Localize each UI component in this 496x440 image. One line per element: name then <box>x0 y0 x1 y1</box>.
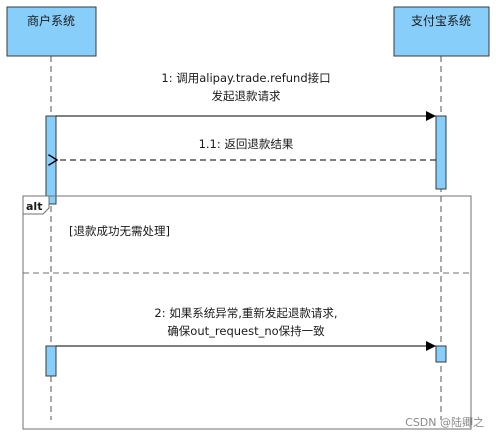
alt-operator-tab <box>22 195 50 215</box>
merchant-activation-1 <box>45 115 57 205</box>
alipay-activation-1 <box>435 115 447 190</box>
message-1-label-line-1: 1: 调用alipay.trade.refund接口 <box>161 71 330 85</box>
participant-alipay: 支付宝系统 <box>393 6 490 57</box>
message-1-1-label: 1.1: 返回退款结果 <box>199 137 294 151</box>
merchant-activation-2 <box>45 345 57 377</box>
alt-operator-label: alt <box>26 200 42 213</box>
alipay-activation-2 <box>435 345 447 363</box>
alt-frame <box>22 195 472 430</box>
alt-fragment: alt [退款成功无需处理] <box>22 195 472 430</box>
alt-guard-label: [退款成功无需处理] <box>69 224 170 238</box>
watermark: CSDN @陆卿之 <box>405 415 484 429</box>
participant-alipay-label: 支付宝系统 <box>411 14 471 28</box>
participant-merchant-label: 商户系统 <box>27 13 75 28</box>
message-2-label-line-1: 2: 如果系统异常,重新发起退款请求, <box>154 306 337 320</box>
participant-merchant: 商户系统 <box>6 6 97 57</box>
message-2-label-line-2: 确保out_request_no保持一致 <box>167 324 325 338</box>
message-1-label-line-2: 发起退款请求 <box>212 89 281 103</box>
